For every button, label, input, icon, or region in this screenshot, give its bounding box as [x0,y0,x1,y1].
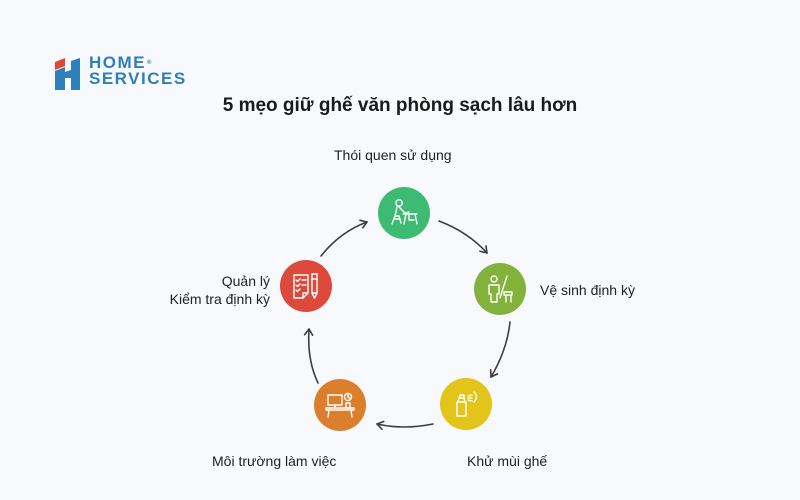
logo-mark-icon [55,58,80,90]
arrow-environment-to-management [303,328,319,384]
arrow-cleaning-to-deodorize [489,321,511,378]
checklist-pen-icon [293,273,318,299]
arrow-management-to-habit [320,219,368,257]
label-deodorize: Khử mùi ghế [467,453,548,469]
node-deodorize [440,378,492,430]
label-management: Quản lý Kiểm tra định kỳ [162,272,270,308]
label-cleaning: Vệ sinh định kỳ [540,282,635,298]
arrow-deodorize-to-environment [376,420,434,431]
arrow-habit-to-cleaning [438,220,488,254]
registered-mark: ® [147,60,152,66]
home-services-logo: HOME® SERVICES [53,53,203,95]
label-environment: Môi trường làm việc [212,453,337,469]
person-at-desk-icon [391,199,418,225]
node-habit [378,187,430,239]
desk-computer-clock-icon [325,392,355,418]
label-management-line1: Quản lý [221,273,270,289]
label-habit: Thói quen sử dụng [334,147,452,163]
logo-line1: HOME [89,53,146,72]
label-management-line2: Kiểm tra định kỳ [169,291,270,307]
logo-line2: SERVICES [89,69,187,88]
spray-bottle-icon [456,391,478,417]
page-title: 5 mẹo giữ ghế văn phòng sạch lâu hơn [222,95,578,116]
person-with-broom-icon [488,275,513,303]
node-management [280,260,332,312]
node-cleaning [474,263,526,315]
node-environment [314,379,366,431]
